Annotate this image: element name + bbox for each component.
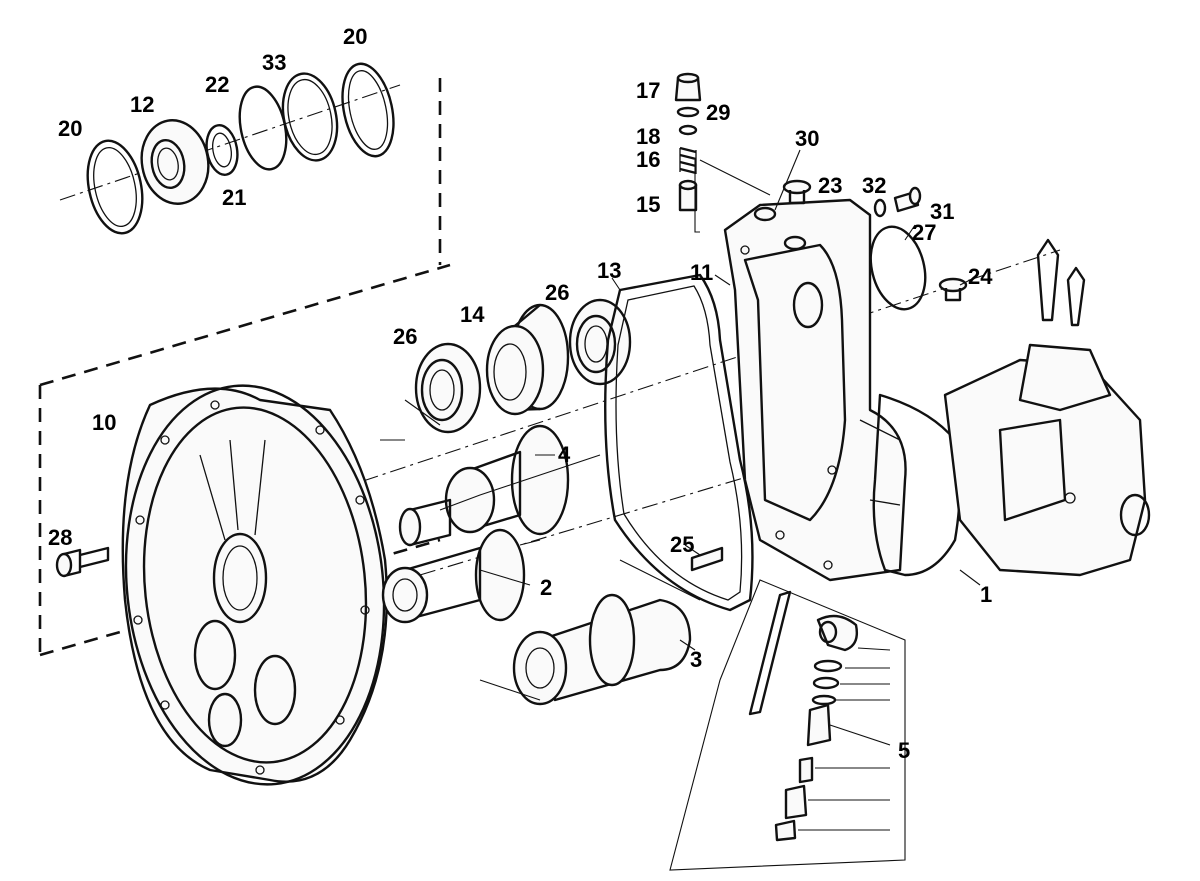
label-1: 1 <box>980 582 992 607</box>
label-20-right: 20 <box>343 24 367 49</box>
label-23: 23 <box>818 173 842 198</box>
part-17-cap <box>674 72 702 102</box>
leader-line-2 <box>479 569 531 586</box>
part-21-seal <box>205 124 239 176</box>
label-30: 30 <box>795 126 819 151</box>
leader-line-24 <box>959 279 971 286</box>
leader-line-3 <box>679 639 696 651</box>
rear-gasket <box>872 393 962 577</box>
label-33: 33 <box>262 50 286 75</box>
part-13-gasket <box>604 273 754 612</box>
part-3-gear-shaft <box>512 593 692 706</box>
part-31-bolt <box>893 186 922 213</box>
part-27-oring <box>869 225 927 311</box>
label-14: 14 <box>460 302 485 327</box>
part-12-seal-carrier <box>140 119 210 205</box>
dashed-group-boundary <box>38 78 451 657</box>
part-29-oring <box>676 106 700 118</box>
label-10: 10 <box>92 410 116 435</box>
part-11-main-housing <box>723 198 907 582</box>
label-15: 15 <box>636 192 660 217</box>
part-14-gear <box>485 303 570 416</box>
part-1-pump-unit <box>943 238 1151 577</box>
part-10-front-housing <box>121 384 388 786</box>
part-26-bearing-left <box>414 342 482 434</box>
label-32: 32 <box>862 173 886 198</box>
part-24-plug <box>938 277 968 302</box>
label-26-left: 26 <box>393 324 417 349</box>
part-28-bolt <box>55 546 110 578</box>
leader-line-30 <box>774 149 801 211</box>
label-3: 3 <box>690 647 702 672</box>
leader-line-27 <box>904 224 916 241</box>
label-13: 13 <box>597 258 621 283</box>
part-5-valve-assembly <box>669 579 906 871</box>
label-26-right: 26 <box>545 280 569 305</box>
part-26-bearing-right <box>568 298 632 386</box>
part-32-washer <box>873 198 887 218</box>
label-20-left: 20 <box>58 116 82 141</box>
leader-line-25 <box>684 544 701 556</box>
label-25: 25 <box>670 532 694 557</box>
label-16: 16 <box>636 147 660 172</box>
label-31: 31 <box>930 199 954 224</box>
label-18: 18 <box>636 124 660 149</box>
label-27: 27 <box>912 220 936 245</box>
leader-line-13 <box>611 277 621 291</box>
valve-stack-bracket <box>694 159 771 233</box>
part-20-snap-ring-right <box>341 62 395 158</box>
part-23-plug <box>782 179 812 205</box>
label-24: 24 <box>968 264 993 289</box>
part-33-ring <box>281 72 339 162</box>
label-22: 22 <box>205 72 229 97</box>
label-11: 11 <box>690 260 713 285</box>
leader-line-1 <box>959 569 981 586</box>
label-5: 5 <box>898 738 910 763</box>
part-4-gear-shaft <box>398 424 570 547</box>
label-17: 17 <box>636 78 660 103</box>
housing-offset-lines <box>380 399 701 701</box>
label-28: 28 <box>48 525 72 550</box>
label-4: 4 <box>558 442 571 467</box>
part-15-valve <box>678 179 698 212</box>
label-2: 2 <box>540 575 552 600</box>
part-16-spring <box>679 146 697 175</box>
part-20-snap-ring-left <box>86 139 144 235</box>
part-2-gear-shaft <box>381 528 526 624</box>
part-25-pin <box>690 546 724 572</box>
label-29: 29 <box>706 100 730 125</box>
label-12: 12 <box>130 92 154 117</box>
label-21: 21 <box>222 185 246 210</box>
leader-line-11 <box>714 274 731 286</box>
part-18-washer <box>678 124 698 136</box>
